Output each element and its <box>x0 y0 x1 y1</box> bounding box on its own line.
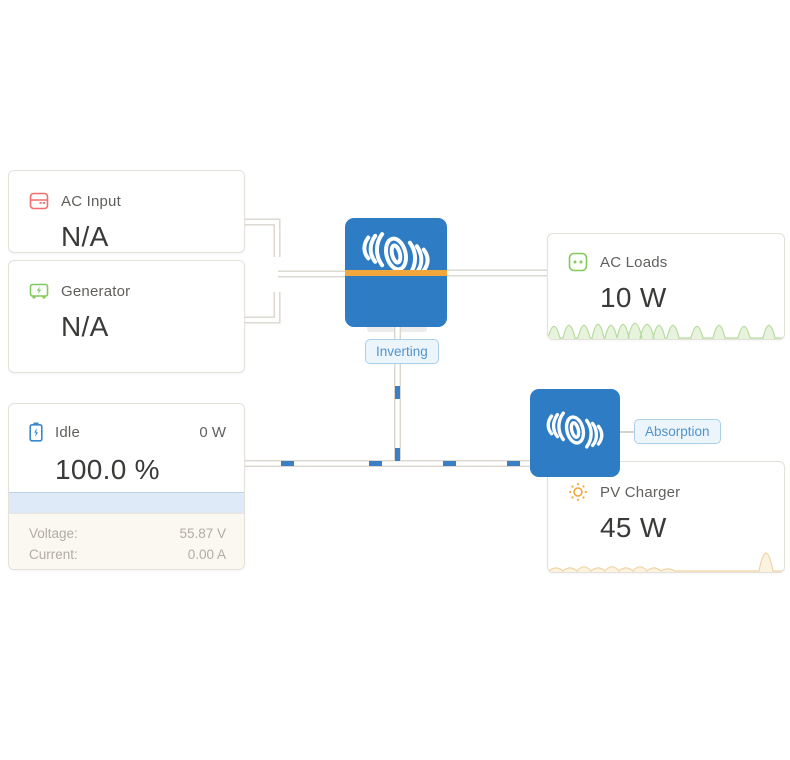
battery-current-row: Current: 0.00 A <box>29 544 226 565</box>
battery-card[interactable]: Idle 0 W 100.0 % Voltage: 55.87 V Curren… <box>8 403 245 570</box>
generator-label: Generator <box>61 282 131 300</box>
ac-input-card[interactable]: AC Input N/A <box>8 170 245 253</box>
battery-soc-value: 100.0 % <box>55 454 160 485</box>
ac-loads-card[interactable]: AC Loads 10 W <box>547 233 785 340</box>
solar-charger-device[interactable] <box>530 389 620 477</box>
battery-current-value: 0.00 A <box>187 547 226 562</box>
battery-soc-history-band <box>9 492 244 513</box>
generator-value: N/A <box>61 311 109 342</box>
generator-icon <box>29 283 49 299</box>
generator-pipe <box>245 292 281 324</box>
battery-details-footer: Voltage: 55.87 V Current: 0.00 A <box>9 513 244 569</box>
battery-voltage-row: Voltage: 55.87 V <box>29 523 226 544</box>
pv-charger-sparkline <box>548 552 784 572</box>
pv-charger-card[interactable]: PV Charger 45 W <box>547 461 785 573</box>
dc-flow-dashes <box>281 386 520 466</box>
pv-charger-sun-icon <box>569 483 587 501</box>
ac-loads-value: 10 W <box>600 282 667 313</box>
ac-input-value: N/A <box>61 221 109 252</box>
ac-loads-icon <box>568 252 588 272</box>
battery-state-label: Idle <box>55 423 80 441</box>
ac-loads-sparkline <box>548 322 784 339</box>
generator-card[interactable]: Generator N/A <box>8 260 245 373</box>
pv-charger-label: PV Charger <box>600 483 681 501</box>
ac-loads-label: AC Loads <box>600 253 668 271</box>
pv-charger-value: 45 W <box>600 512 667 543</box>
ac-input-label: AC Input <box>61 192 121 210</box>
ac-input-pipe <box>245 218 281 257</box>
ac-input-icon <box>29 192 49 210</box>
battery-voltage-value: 55.87 V <box>179 526 226 541</box>
solar-charger-status-badge[interactable]: Absorption <box>634 419 721 444</box>
inverter-device[interactable] <box>345 218 447 327</box>
battery-power-value: 0 W <box>199 423 226 441</box>
battery-voltage-label: Voltage: <box>29 526 78 541</box>
inverter-orange-stripe <box>345 270 447 276</box>
battery-current-label: Current: <box>29 547 78 562</box>
battery-icon <box>29 422 43 442</box>
victron-logo-icon <box>546 411 604 449</box>
inverter-status-badge[interactable]: Inverting <box>365 339 439 364</box>
